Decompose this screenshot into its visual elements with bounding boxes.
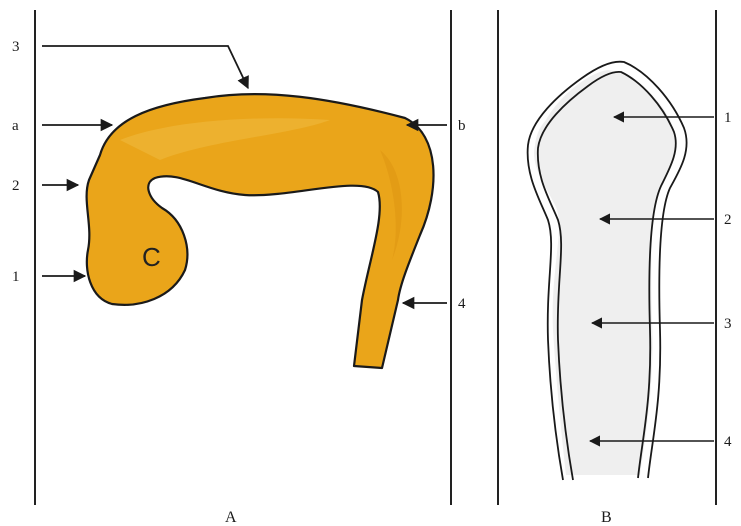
label-b: b — [458, 118, 466, 134]
label-b-2: 2 — [724, 212, 732, 228]
inner-mark-c: C — [142, 242, 161, 272]
caption-a: A — [225, 509, 237, 526]
label-a: a — [12, 118, 19, 134]
arrow-3 — [42, 46, 248, 88]
label-4: 4 — [458, 296, 466, 312]
label-2: 2 — [12, 178, 20, 194]
label-3: 3 — [12, 39, 20, 55]
panel-b: 1 2 3 4 B — [498, 10, 732, 526]
label-1: 1 — [12, 269, 20, 285]
panel-a: 3 a 2 1 b 4 C A — [12, 10, 466, 526]
neural-tube-fill — [534, 70, 676, 475]
label-b-3: 3 — [724, 316, 732, 332]
caption-b: B — [601, 509, 612, 526]
label-b-4: 4 — [724, 434, 732, 450]
label-b-1: 1 — [724, 110, 732, 126]
